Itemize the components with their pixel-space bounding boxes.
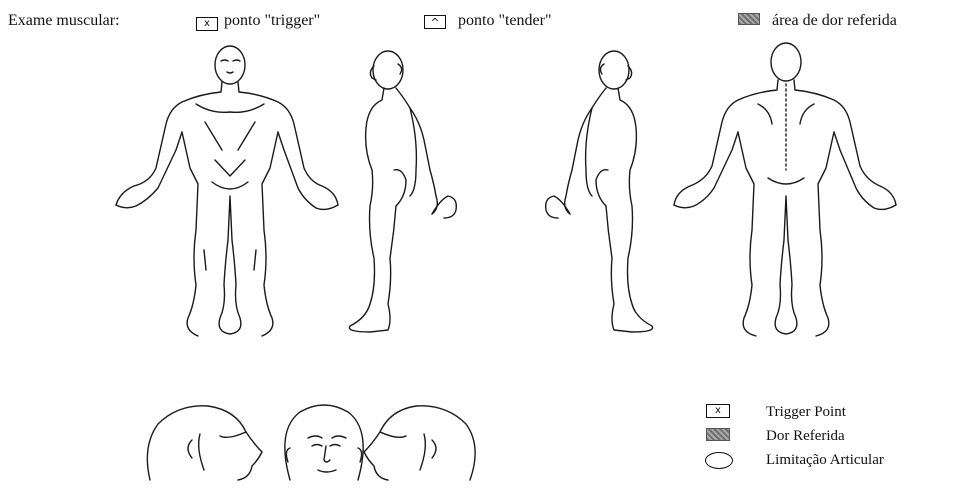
- referred-pain-legend-label: Dor Referida: [766, 426, 845, 446]
- trigger-point-legend-label: Trigger Point: [766, 402, 846, 422]
- trigger-point-symbol: x: [706, 404, 730, 418]
- joint-limitation-symbol: [705, 452, 733, 469]
- joint-limitation-legend-label: Limitação Articular: [766, 450, 884, 470]
- head-side-left-view[interactable]: [147, 406, 262, 480]
- legend-row-referred-pain: Dor Referida: [706, 426, 971, 450]
- legend-row-trigger-point: x Trigger Point: [706, 402, 971, 426]
- body-back-view[interactable]: [674, 43, 896, 336]
- body-front-view[interactable]: [116, 46, 338, 336]
- body-side-view-right[interactable]: [349, 51, 456, 332]
- legend-row-joint-limitation: Limitação Articular: [706, 450, 971, 474]
- head-front-view[interactable]: [285, 405, 363, 480]
- referred-pain-symbol: [706, 428, 730, 441]
- bottom-legend: x Trigger Point Dor Referida Limitação A…: [706, 402, 971, 474]
- head-side-right-view[interactable]: [364, 406, 475, 480]
- body-side-view-left[interactable]: [546, 51, 653, 332]
